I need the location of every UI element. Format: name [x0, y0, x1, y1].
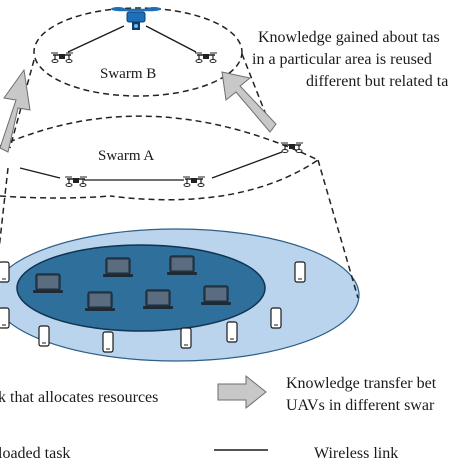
note-line-2: in a particular area is reused — [252, 51, 432, 68]
swarm-a-cone-left — [0, 167, 9, 247]
phone-icon — [0, 261, 10, 283]
legend-offloaded-text: loaded task — [0, 445, 70, 462]
legend-wireless-text: Wireless link — [314, 445, 398, 462]
inner-coverage-ellipse — [16, 244, 266, 332]
swarm-b-ellipse — [33, 7, 243, 97]
note-line-1: Knowledge gained about tas — [258, 29, 440, 46]
drone-icon — [280, 142, 304, 154]
wireless-link — [19, 167, 61, 179]
phone-icon — [0, 307, 10, 329]
laptop-icon — [32, 273, 64, 294]
phone-icon — [226, 321, 238, 343]
legend-transfer-line-1: Knowledge transfer bet — [286, 375, 437, 392]
wireless-link — [67, 25, 125, 53]
legend-transfer-line-2: UAVs in different swar — [286, 397, 435, 414]
laptop-icon — [142, 289, 174, 310]
drone-icon — [50, 52, 74, 64]
laptop-icon — [166, 255, 198, 276]
wireless-link — [145, 25, 197, 53]
laptop-icon — [200, 285, 232, 306]
laptop-icon — [102, 257, 134, 278]
arrow-icon — [0, 68, 31, 153]
phone-icon — [180, 327, 192, 349]
phone-icon — [38, 325, 50, 347]
note-line-3: different but related ta — [306, 73, 448, 90]
drone-icon — [194, 52, 218, 64]
phone-icon — [294, 261, 306, 283]
laptop-icon — [84, 291, 116, 312]
phone-icon — [270, 307, 282, 329]
arrow-icon — [221, 71, 277, 133]
legend-arrow-icon — [217, 374, 267, 410]
swarm-b-label: Swarm B — [100, 66, 156, 82]
legend-allocates-text: k that allocates resources — [0, 389, 158, 406]
swarm-a-cone-right — [317, 159, 359, 299]
drone-icon — [111, 7, 161, 30]
swarm-a-ellipse-back — [0, 195, 111, 199]
swarm-b-cone-right — [241, 53, 273, 131]
wireless-link — [211, 151, 283, 179]
drone-icon — [182, 176, 206, 188]
drone-icon — [64, 176, 88, 188]
swarm-a-label: Swarm A — [98, 148, 154, 164]
phone-icon — [102, 331, 114, 353]
